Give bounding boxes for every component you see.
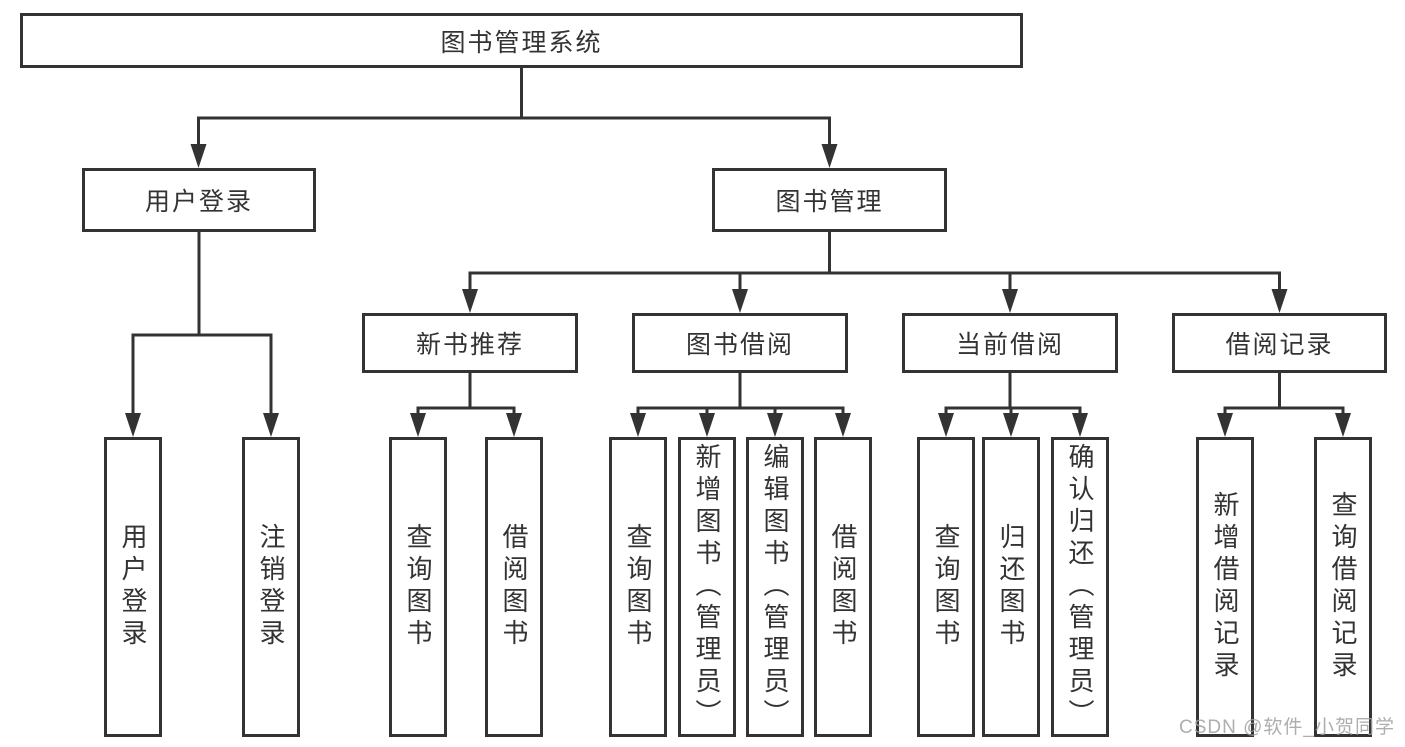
leaf-add-borrow-record: 新增借阅记录: [1196, 437, 1254, 737]
leaf-query-book-current: 查询图书: [917, 437, 975, 737]
leaf-logout-label: 注销登录: [256, 523, 286, 651]
node-current-borrow-label: 当前借阅: [955, 331, 1064, 359]
leaf-return-book: 归还图书: [982, 437, 1040, 737]
node-book-borrow-label: 图书借阅: [685, 331, 794, 359]
leaf-add-book-admin-label: 新增图书（管理员）: [692, 443, 722, 731]
leaf-borrow-book-label: 借阅图书: [828, 523, 858, 651]
leaf-query-book-borrow: 查询图书: [609, 437, 667, 737]
node-new-book-recommend: 新书推荐: [362, 313, 578, 373]
leaf-logout: 注销登录: [242, 437, 300, 737]
node-current-borrow: 当前借阅: [902, 313, 1118, 373]
node-book-management: 图书管理: [712, 168, 947, 232]
leaf-edit-book-admin: 编辑图书（管理员）: [746, 437, 804, 737]
node-root-label: 图书管理系统: [440, 28, 603, 57]
node-root: 图书管理系统: [20, 13, 1023, 68]
leaf-query-borrow-record: 查询借阅记录: [1314, 437, 1372, 737]
node-borrow-record-label: 借阅记录: [1225, 331, 1334, 359]
leaf-return-book-label: 归还图书: [996, 523, 1026, 651]
leaf-add-borrow-record-label: 新增借阅记录: [1210, 491, 1240, 683]
leaf-borrow-book: 借阅图书: [814, 437, 872, 737]
leaf-query-borrow-record-label: 查询借阅记录: [1328, 491, 1358, 683]
leaf-edit-book-admin-label: 编辑图书（管理员）: [760, 443, 790, 731]
leaf-borrow-book-recommend: 借阅图书: [485, 437, 543, 737]
node-user-login-label: 用户登录: [144, 188, 253, 216]
leaf-user-login: 用户登录: [104, 437, 162, 737]
node-user-login: 用户登录: [82, 168, 316, 232]
leaf-query-book-recommend: 查询图书: [389, 437, 447, 737]
node-new-book-recommend-label: 新书推荐: [415, 331, 524, 359]
node-book-borrow: 图书借阅: [632, 313, 848, 373]
node-book-management-label: 图书管理: [775, 188, 884, 216]
leaf-add-book-admin: 新增图书（管理员）: [678, 437, 736, 737]
leaf-user-login-label: 用户登录: [118, 523, 148, 651]
csdn-watermark: CSDN @软件_小贺同学: [1179, 717, 1395, 738]
leaf-borrow-book-recommend-label: 借阅图书: [499, 523, 529, 651]
node-borrow-record: 借阅记录: [1172, 313, 1387, 373]
leaf-query-book-borrow-label: 查询图书: [623, 523, 653, 651]
leaf-query-book-current-label: 查询图书: [931, 523, 961, 651]
leaf-confirm-return-admin-label: 确认归还（管理员）: [1065, 443, 1095, 731]
leaf-confirm-return-admin: 确认归还（管理员）: [1051, 437, 1109, 737]
leaf-query-book-recommend-label: 查询图书: [403, 523, 433, 651]
